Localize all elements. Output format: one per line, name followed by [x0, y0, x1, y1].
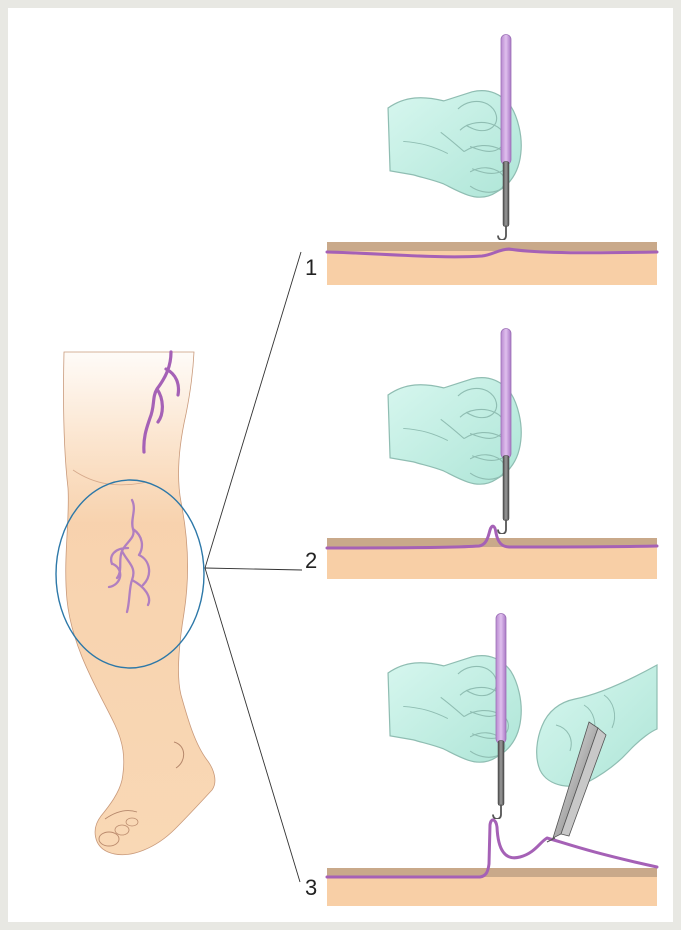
step-1-hook-insertion: 1 [305, 35, 657, 286]
step-3-number: 3 [305, 875, 317, 900]
step-3-vein-extraction: 3 [305, 614, 657, 907]
lower-leg [63, 352, 214, 855]
leader-line-step-1 [205, 252, 301, 568]
third-toe [126, 818, 138, 826]
big-toe [99, 832, 119, 846]
step-2-vein-hooking: 2 [305, 329, 657, 580]
step-3-forceps-hand [537, 665, 657, 786]
leg-illustration [56, 352, 215, 855]
leader-line-step-3 [205, 568, 300, 882]
step-1-skin-surface [327, 242, 657, 251]
step-1-number: 1 [305, 255, 317, 280]
step-2-number: 2 [305, 548, 317, 573]
second-toe [115, 825, 129, 835]
leader-lines [205, 252, 302, 882]
leader-line-step-2 [205, 568, 302, 570]
